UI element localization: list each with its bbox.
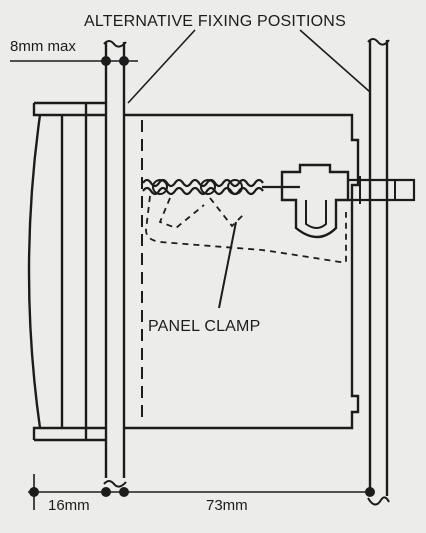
fixing-position-leaders bbox=[127, 29, 371, 104]
fixing-positions-label: ALTERNATIVE FIXING POSITIONS bbox=[84, 13, 346, 30]
panel-clamp bbox=[142, 163, 416, 263]
depth-dimension bbox=[28, 474, 375, 510]
rear-panel bbox=[367, 38, 390, 506]
panel-clamp-leader bbox=[218, 221, 237, 309]
max-thickness-label: 8mm max bbox=[10, 38, 76, 55]
instrument-bezel bbox=[27, 101, 106, 442]
max-thickness-dimension bbox=[10, 56, 138, 66]
instrument-case bbox=[124, 113, 360, 430]
dimension-73mm-label: 73mm bbox=[206, 497, 248, 514]
dimension-16mm-label: 16mm bbox=[48, 497, 90, 514]
panel-clamp-label: PANEL CLAMP bbox=[148, 318, 260, 335]
front-panel bbox=[103, 40, 127, 488]
